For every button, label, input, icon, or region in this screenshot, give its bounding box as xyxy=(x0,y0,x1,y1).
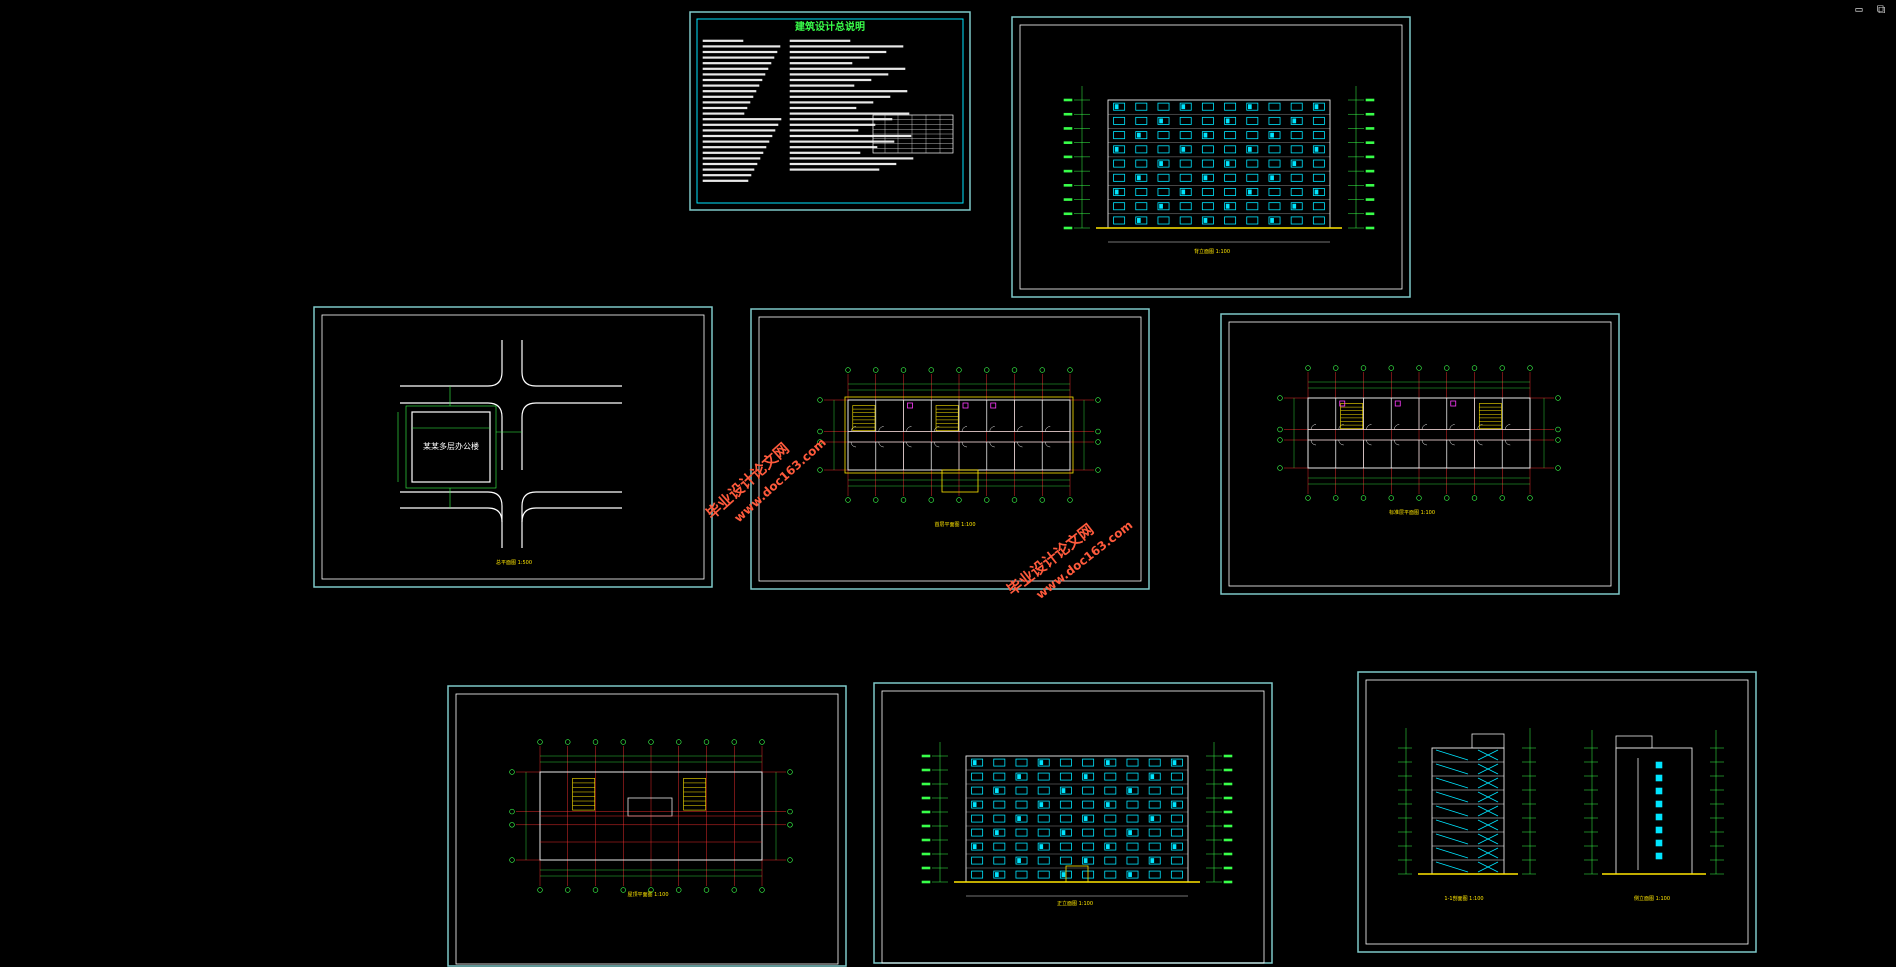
sheet-roof-plan[interactable]: 屋顶平面图 1:100 xyxy=(447,685,847,967)
front-elevation-drawing xyxy=(921,742,1233,897)
watermark-1: 毕业设计论文网 www.doc163.com xyxy=(703,435,829,525)
sheet-side-elevations[interactable]: 1-1剖面图 1:100 侧立面图 1:100 xyxy=(1357,671,1757,953)
typical-floor-plan-drawing xyxy=(1277,365,1561,501)
site-roads xyxy=(400,340,622,548)
section-drawing xyxy=(1398,728,1536,875)
sheet-rear-elevation[interactable]: 背立面图 1:100 xyxy=(1011,16,1411,298)
site-building-label: 某某多层办公楼 xyxy=(423,441,479,451)
site-plan-caption: 总平面图 1:500 xyxy=(496,559,532,566)
sheet-ground-floor-plan[interactable]: 首层平面图 1:100 xyxy=(750,308,1150,590)
sheet-site-plan[interactable]: 某某多层办公楼 总平面图 1:500 xyxy=(313,306,713,588)
watermark-2: 毕业设计论文网 www.doc163.com xyxy=(1003,518,1135,602)
minimize-button[interactable]: ▭ xyxy=(1855,2,1863,16)
restore-button[interactable]: ⧉ xyxy=(1876,2,1886,16)
ground-floor-caption: 首层平面图 1:100 xyxy=(935,521,976,528)
roof-plan-caption: 屋顶平面图 1:100 xyxy=(628,892,669,898)
section-caption: 1-1剖面图 1:100 xyxy=(1444,895,1483,902)
site-building-footprint xyxy=(411,411,491,483)
design-notes-door-window-table xyxy=(872,114,954,154)
design-notes-title: 建筑设计总说明 xyxy=(794,20,865,33)
front-elevation-caption: 正立面图 1:100 xyxy=(1057,900,1093,907)
sheet-front-elevation[interactable]: 正立面图 1:100 xyxy=(873,682,1273,964)
typical-floor-caption: 标准层平面图 1:100 xyxy=(1389,509,1435,516)
design-notes-text-lines xyxy=(702,39,914,182)
rear-elevation-drawing xyxy=(1063,86,1375,243)
roof-plan-drawing xyxy=(509,739,793,893)
sheet-design-notes[interactable]: 建筑设计总说明 xyxy=(689,11,971,211)
side-elevation-drawing xyxy=(1584,730,1724,875)
site-dimensions xyxy=(397,386,522,508)
rear-elevation-caption: 背立面图 1:100 xyxy=(1194,248,1230,255)
side-elevation-caption: 侧立面图 1:100 xyxy=(1634,895,1670,902)
sheet-typical-floor-plan[interactable]: 标准层平面图 1:100 xyxy=(1220,313,1620,595)
ground-floor-plan-drawing xyxy=(817,367,1101,503)
